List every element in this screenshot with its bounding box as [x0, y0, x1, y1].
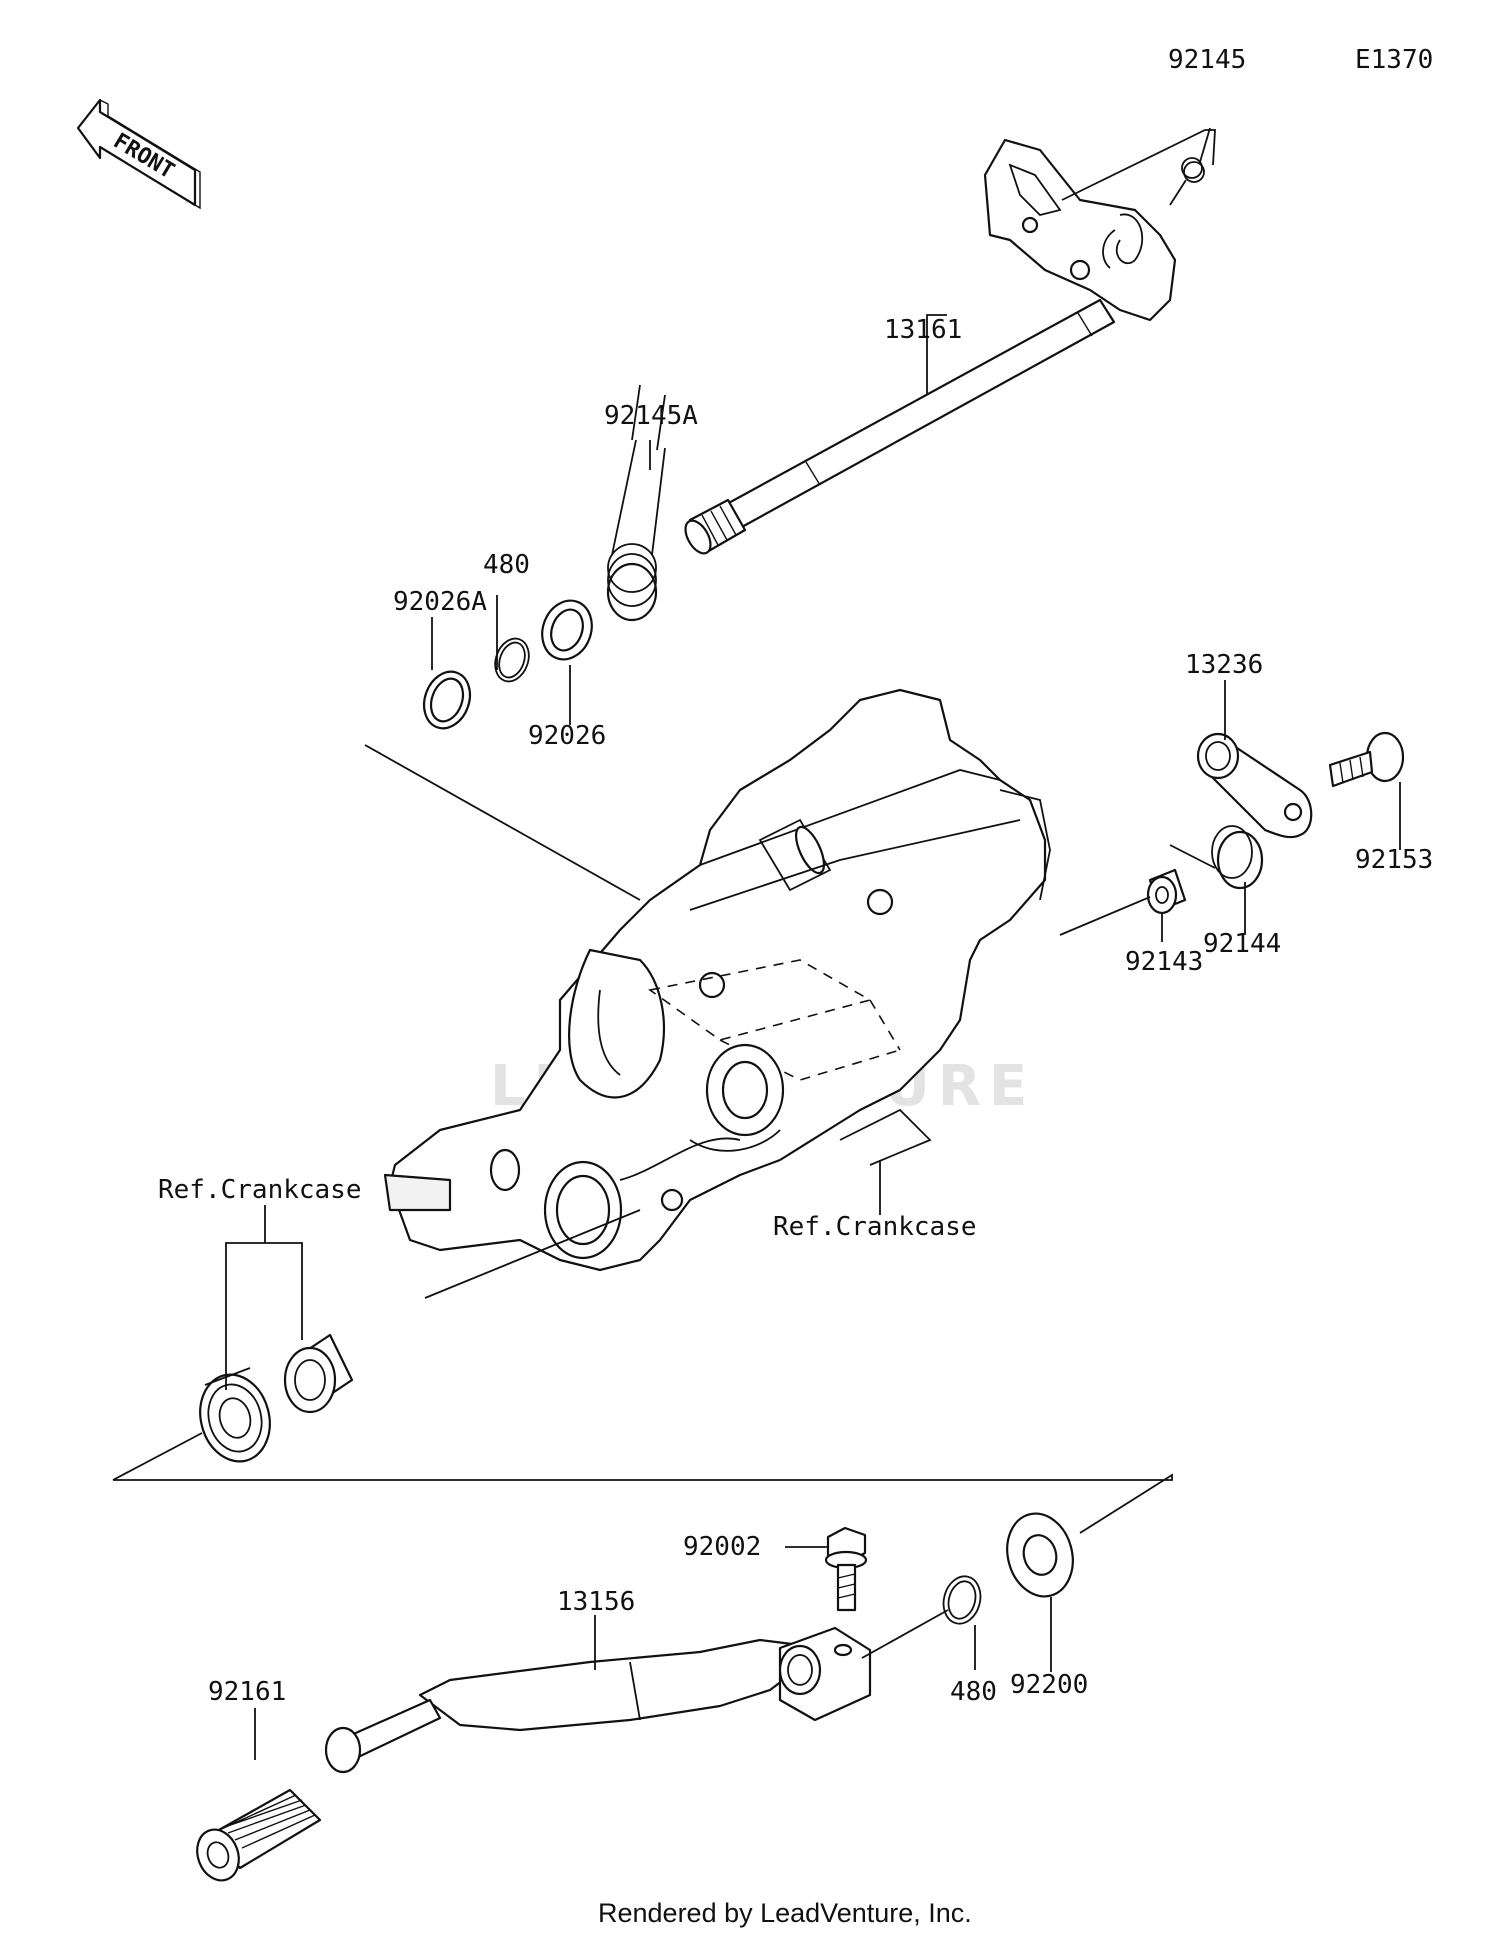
- washer-92200[interactable]: [998, 1506, 1082, 1604]
- ref-crankcase-right: Ref.Crankcase: [773, 1212, 977, 1242]
- label-92144: 92144: [1203, 929, 1281, 959]
- bolt-92002[interactable]: [824, 1526, 868, 1612]
- label-92161: 92161: [208, 1677, 286, 1707]
- label-92153: 92153: [1355, 845, 1433, 875]
- footer-credit: Rendered by LeadVenture, Inc.: [598, 1898, 972, 1928]
- label-92200: 92200: [1010, 1670, 1088, 1700]
- label-13161: 13161: [884, 315, 962, 345]
- front-arrow-icon: FRONT: [76, 98, 201, 210]
- ref-crankcase-left: Ref.Crankcase: [158, 1175, 362, 1205]
- label-92026: 92026: [528, 721, 606, 751]
- label-13156: 13156: [557, 1587, 635, 1617]
- washer-92026[interactable]: [534, 594, 600, 667]
- diagram-code: E1370: [1355, 45, 1433, 75]
- oil-seal-ref: [199, 1367, 271, 1463]
- crankcase-reference: [383, 688, 1051, 1272]
- washer-92026A[interactable]: [416, 665, 477, 735]
- label-92002: 92002: [683, 1532, 761, 1562]
- spring-92144[interactable]: [1169, 825, 1264, 890]
- shift-shaft-13161[interactable]: [680, 138, 1177, 558]
- circlip-480-bottom[interactable]: [938, 1572, 985, 1628]
- label-92143: 92143: [1125, 947, 1203, 977]
- shift-arm-13236[interactable]: [1196, 732, 1313, 839]
- collar-92143[interactable]: [1146, 868, 1187, 915]
- label-13236: 13236: [1185, 650, 1263, 680]
- bearing-ref: [283, 1333, 354, 1414]
- label-480-bottom: 480: [950, 1677, 997, 1707]
- label-92145: 92145: [1168, 45, 1246, 75]
- label-480-top: 480: [483, 550, 530, 580]
- label-92026A: 92026A: [393, 587, 487, 617]
- leader-lines: [112, 129, 1401, 1760]
- spring-92145A[interactable]: [606, 384, 666, 622]
- spring-92145[interactable]: [1169, 127, 1211, 206]
- label-92145A: 92145A: [604, 401, 698, 431]
- pedal-rubber-92161[interactable]: [190, 1788, 322, 1886]
- bolt-92153[interactable]: [1328, 731, 1405, 788]
- shift-pedal-13156[interactable]: [324, 1626, 872, 1774]
